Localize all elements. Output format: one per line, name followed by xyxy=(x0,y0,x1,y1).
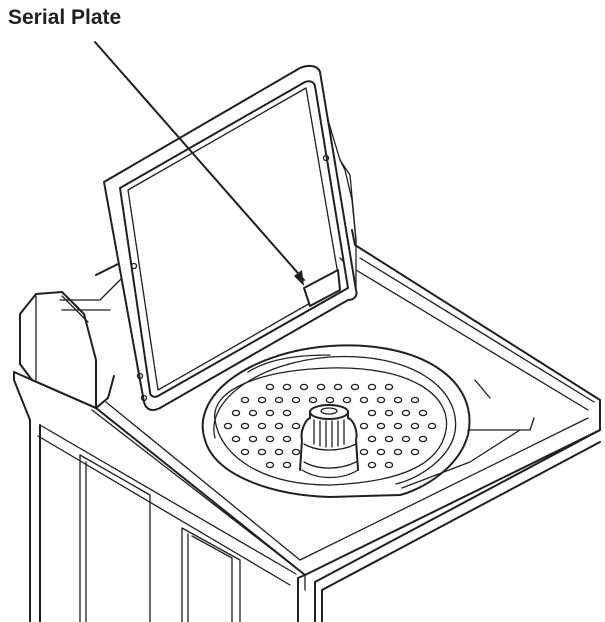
basket-hole xyxy=(418,409,428,417)
basket-hole xyxy=(265,461,275,469)
basket-hole xyxy=(384,409,394,417)
basket-hole xyxy=(248,435,258,443)
basket-hole xyxy=(274,396,284,404)
basket-hole xyxy=(240,422,250,430)
serial-plate xyxy=(303,269,341,307)
basket-hole xyxy=(282,435,292,443)
basket-hole xyxy=(240,448,250,456)
top-panel xyxy=(13,229,601,591)
control-console xyxy=(19,277,123,409)
basket-hole xyxy=(427,422,437,430)
basket-hole xyxy=(299,383,309,391)
basket-hole xyxy=(393,448,403,456)
basket-hole xyxy=(282,409,292,417)
basket-hole xyxy=(257,448,267,456)
basket-hole xyxy=(384,383,394,391)
basket-hole xyxy=(325,396,335,404)
front-panels xyxy=(79,454,241,622)
basket-hole xyxy=(410,448,420,456)
basket-hole xyxy=(367,383,377,391)
lid xyxy=(103,64,358,411)
basket-hole xyxy=(316,383,326,391)
basket-hole xyxy=(359,448,369,456)
basket-hole xyxy=(393,422,403,430)
basket-hole xyxy=(359,396,369,404)
basket-hole xyxy=(410,396,420,404)
basket-hole xyxy=(291,422,301,430)
basket-hole xyxy=(401,435,411,443)
basket-hole xyxy=(376,448,386,456)
basket-hole xyxy=(410,422,420,430)
basket-hole xyxy=(367,435,377,443)
basket-hole xyxy=(231,435,241,443)
basket-hole xyxy=(376,396,386,404)
basket-hole xyxy=(265,435,275,443)
basket-hole xyxy=(367,461,377,469)
basket-hole xyxy=(248,409,258,417)
serial-plate-label: Serial Plate xyxy=(8,6,122,29)
basket-hole xyxy=(223,422,233,430)
basket-hole xyxy=(350,383,360,391)
wash-basket xyxy=(214,367,448,486)
basket-hole xyxy=(393,396,403,404)
basket-hole xyxy=(291,396,301,404)
basket-hole xyxy=(291,448,301,456)
basket-hole xyxy=(265,409,275,417)
cabinet xyxy=(13,371,601,622)
basket-hole xyxy=(282,461,292,469)
basket-hole xyxy=(384,461,394,469)
basket-hole xyxy=(342,396,352,404)
basket-hole xyxy=(274,448,284,456)
basket-hole xyxy=(274,422,284,430)
basket-hole xyxy=(257,422,267,430)
basket-hole xyxy=(240,396,250,404)
basket-hole xyxy=(333,383,343,391)
basket-hole xyxy=(359,422,369,430)
tub-opening xyxy=(201,344,535,498)
basket-hole xyxy=(257,396,267,404)
basket-hole xyxy=(231,409,241,417)
basket-hole xyxy=(384,435,394,443)
basket-hole xyxy=(308,396,318,404)
basket-hole xyxy=(401,409,411,417)
callout-arrow xyxy=(94,41,305,286)
basket-hole xyxy=(418,435,428,443)
basket-hole xyxy=(376,422,386,430)
agitator xyxy=(299,404,359,479)
basket-hole xyxy=(265,383,275,391)
basket-hole xyxy=(367,409,377,417)
basket-hole xyxy=(282,383,292,391)
basket-holes xyxy=(223,383,437,469)
